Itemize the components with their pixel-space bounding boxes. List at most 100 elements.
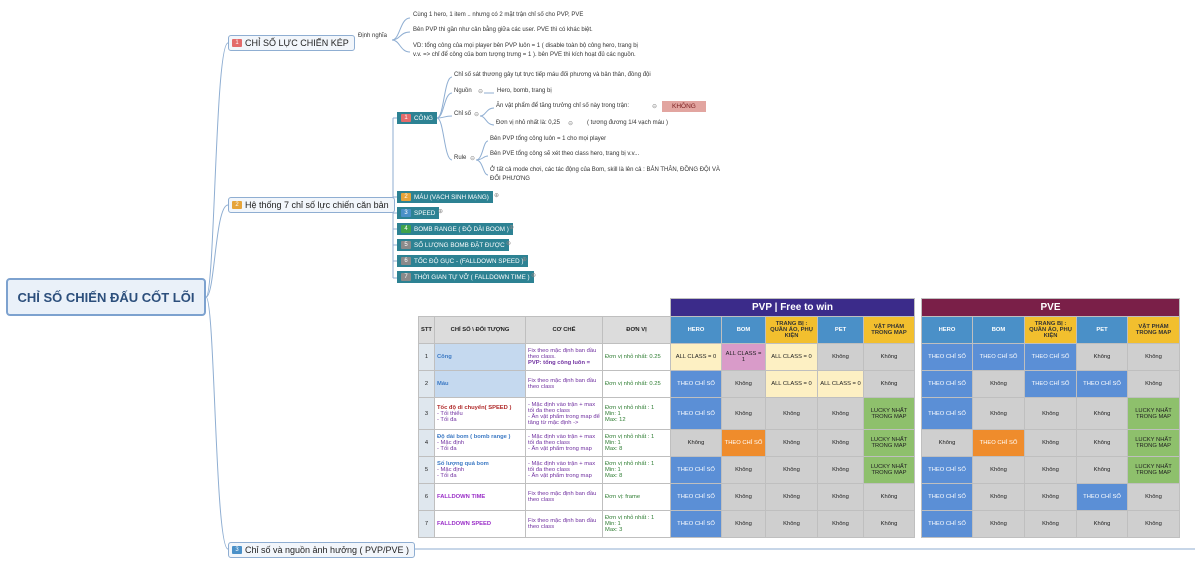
expand-icon[interactable]: ⊕ <box>522 257 528 263</box>
pvp-value-cell: Không <box>817 483 864 511</box>
cong-stat-label[interactable]: Chỉ số <box>454 111 472 117</box>
pve-value-cell: THEO CHỈ SỐ <box>921 510 973 538</box>
pve-value-cell: THEO CHỈ SỐ <box>921 483 973 511</box>
stat-cong[interactable]: 1 CÔNG <box>397 112 437 124</box>
row-mechanism: Fix theo mặc định ban đầu theo class.PVP… <box>525 343 603 371</box>
unit-line: Max: 12 <box>605 416 626 423</box>
pvp-value-cell: Không <box>721 397 766 430</box>
branch-label: CHỈ SỐ LỰC CHIẾN KÉP <box>245 38 349 48</box>
row-name-text: Công <box>437 354 452 360</box>
cong-rule-label[interactable]: Rule <box>454 155 467 161</box>
stat-mau[interactable]: 2 MÁU (VẠCH SINH MẠNG) <box>397 191 493 203</box>
pvp-value-cell: Không <box>721 483 766 511</box>
expand-icon[interactable]: ⊕ <box>494 193 500 199</box>
pvp-value-cell: Không <box>863 483 915 511</box>
mechanism-line: - Mặc định vào trận + max tối đa theo cl… <box>528 401 596 414</box>
branch-label: Hệ thống 7 chỉ số lực chiến căn bản <box>245 200 389 210</box>
branch-seven-stats[interactable]: 2 Hệ thống 7 chỉ số lực chiến căn bản <box>228 197 395 213</box>
row-name-text: FALLDOWN SPEED <box>437 521 492 527</box>
pve-value-cell: THEO CHỈ SỐ <box>972 343 1025 371</box>
cong-source-label[interactable]: Nguồn <box>454 88 472 94</box>
cong-rule-leaf-3b: ĐỐI PHƯƠNG <box>490 176 530 182</box>
cong-rule-leaf-2: Bên PVE tổng công sẽ xét theo class hero… <box>490 151 640 157</box>
row-name: Độ dài bom ( bomb range )- Mặc định- Tối… <box>434 429 526 457</box>
unit-line: Đơn vị nhỏ nhất: 0.25 <box>605 381 661 387</box>
row-mechanism: - Mặc định vào trận + max tối đa theo cl… <box>525 397 603 430</box>
pve-column-header: TRANG BỊ : QUẦN ÁO, PHỤ KIỆN <box>1024 316 1077 344</box>
stat-number: 4 <box>401 225 411 233</box>
expand-icon[interactable]: ⊖ <box>652 104 658 110</box>
stat-number: 5 <box>401 241 411 249</box>
pvp-value-cell: Không <box>817 397 864 430</box>
unit-line: Min: 1 <box>605 440 621 446</box>
unit-line: Max: 8 <box>605 473 623 479</box>
column-header: CƠ CHẾ <box>525 316 603 344</box>
expand-icon[interactable]: ⊕ <box>506 241 512 247</box>
definition-label[interactable]: Định nghĩa <box>358 33 388 39</box>
group-separator <box>914 298 922 317</box>
expand-icon[interactable]: ⊖ <box>568 121 574 127</box>
group-separator <box>914 483 922 511</box>
row-index: 1 <box>418 343 435 371</box>
stat-label: TỐC ĐỘ GỤC - (FALLDOWN SPEED ) <box>414 257 524 265</box>
branch-number: 2 <box>232 201 242 209</box>
stat-bomb-count[interactable]: 5 SỐ LƯỢNG BOMB ĐẶT ĐƯỢC <box>397 239 509 251</box>
expand-icon[interactable]: ⊖ <box>474 112 480 118</box>
branch-number: 1 <box>232 39 242 47</box>
branch-label: Chỉ số và nguồn ảnh hưởng ( PVP/PVE ) <box>245 545 410 555</box>
row-name-text: Tốc độ di chuyển( SPEED ) <box>437 404 512 411</box>
row-mechanism: - Mặc định vào trận + max tối đa theo cl… <box>525 429 603 457</box>
pvp-value-cell: ALL CLASS = 1 <box>721 343 766 371</box>
stat-falldown-speed[interactable]: 6 TỐC ĐỘ GỤC - (FALLDOWN SPEED ) <box>397 255 528 267</box>
root-node[interactable]: CHỈ SỐ CHIẾN ĐẤU CỐT LÕI <box>6 278 206 316</box>
pve-value-cell: Không <box>1076 456 1128 484</box>
pvp-value-cell: Không <box>863 510 915 538</box>
unit-line: Đơn vị nhỏ nhất : 1 <box>605 434 655 440</box>
stat-number: 2 <box>401 193 411 201</box>
row-name: FALLDOWN TIME <box>434 483 526 511</box>
expand-icon[interactable]: ⊖ <box>470 156 476 162</box>
pve-value-cell: Không <box>972 456 1025 484</box>
mechanism-line: Fix theo mặc định ban đầu theo class. <box>528 348 597 360</box>
definition-leaf-2: Bên PVP thì gần như cân bằng giữa các us… <box>413 27 593 33</box>
pvp-value-cell: ALL CLASS = 0 <box>670 343 722 371</box>
pve-value-cell: LUCKY NHẤT TRONG MAP <box>1127 397 1180 430</box>
pvp-value-cell: Không <box>765 510 818 538</box>
pvp-group-header: PVP | Free to win <box>670 298 915 317</box>
pvp-value-cell: Không <box>863 370 915 398</box>
pve-column-header: PET <box>1076 316 1128 344</box>
cong-rule-leaf-3a: Ở tất cả mode chơi, các tác động của Bom… <box>490 167 721 173</box>
mechanism-line: Fix theo mặc định ban đầu theo class <box>528 378 597 390</box>
pvp-value-cell: Không <box>670 429 722 457</box>
stat-bomb-range[interactable]: 4 BOMB RANGE ( ĐỘ DÀI BOOM ) <box>397 223 513 235</box>
expand-icon[interactable]: ⊖ <box>478 89 484 95</box>
pve-value-cell: THEO CHỈ SỐ <box>921 397 973 430</box>
row-unit: Đơn vị nhỏ nhất: 0.25 <box>602 343 671 371</box>
branch-dual-stats[interactable]: 1 CHỈ SỐ LỰC CHIẾN KÉP <box>228 35 355 51</box>
row-mechanism: Fix theo mặc định ban đầu theo class <box>525 370 603 398</box>
pve-value-cell: THEO CHỈ SỐ <box>921 370 973 398</box>
row-name-sub: - Mặc định <box>437 467 465 473</box>
pve-value-cell: Không <box>1076 510 1128 538</box>
pve-value-cell: Không <box>1127 510 1180 538</box>
stat-falldown-time[interactable]: 7 THỜI GIAN TỰ VỠ ( FALLDOWN TIME ) <box>397 271 534 283</box>
pvp-value-cell: Không <box>765 429 818 457</box>
mechanism-line: - Ăn vật phẩm trong map <box>528 446 592 452</box>
expand-icon[interactable]: ⊕ <box>438 209 444 215</box>
unit-line: Đơn vị: frame <box>605 494 641 500</box>
expand-icon[interactable]: ⊕ <box>509 225 515 231</box>
expand-icon[interactable]: ⊕ <box>531 273 537 279</box>
pve-value-cell: LUCKY NHẤT TRONG MAP <box>1127 429 1180 457</box>
row-name-sub: - Tối thiểu <box>437 410 463 417</box>
unit-line: Đơn vị nhỏ nhất : 1 <box>605 404 655 411</box>
stat-speed[interactable]: 3 SPEED <box>397 207 440 219</box>
pve-value-cell: Không <box>1024 429 1077 457</box>
row-name-sub: - Tối đa <box>437 416 457 423</box>
group-separator <box>914 370 922 398</box>
branch-stat-sources[interactable]: 3 Chỉ số và nguồn ảnh hưởng ( PVP/PVE ) <box>228 542 416 558</box>
pve-value-cell: Không <box>921 429 973 457</box>
column-header: CHỈ SỐ \ ĐỐI TƯỢNG <box>434 316 526 344</box>
pve-value-cell: THEO CHỈ SỐ <box>1024 370 1077 398</box>
